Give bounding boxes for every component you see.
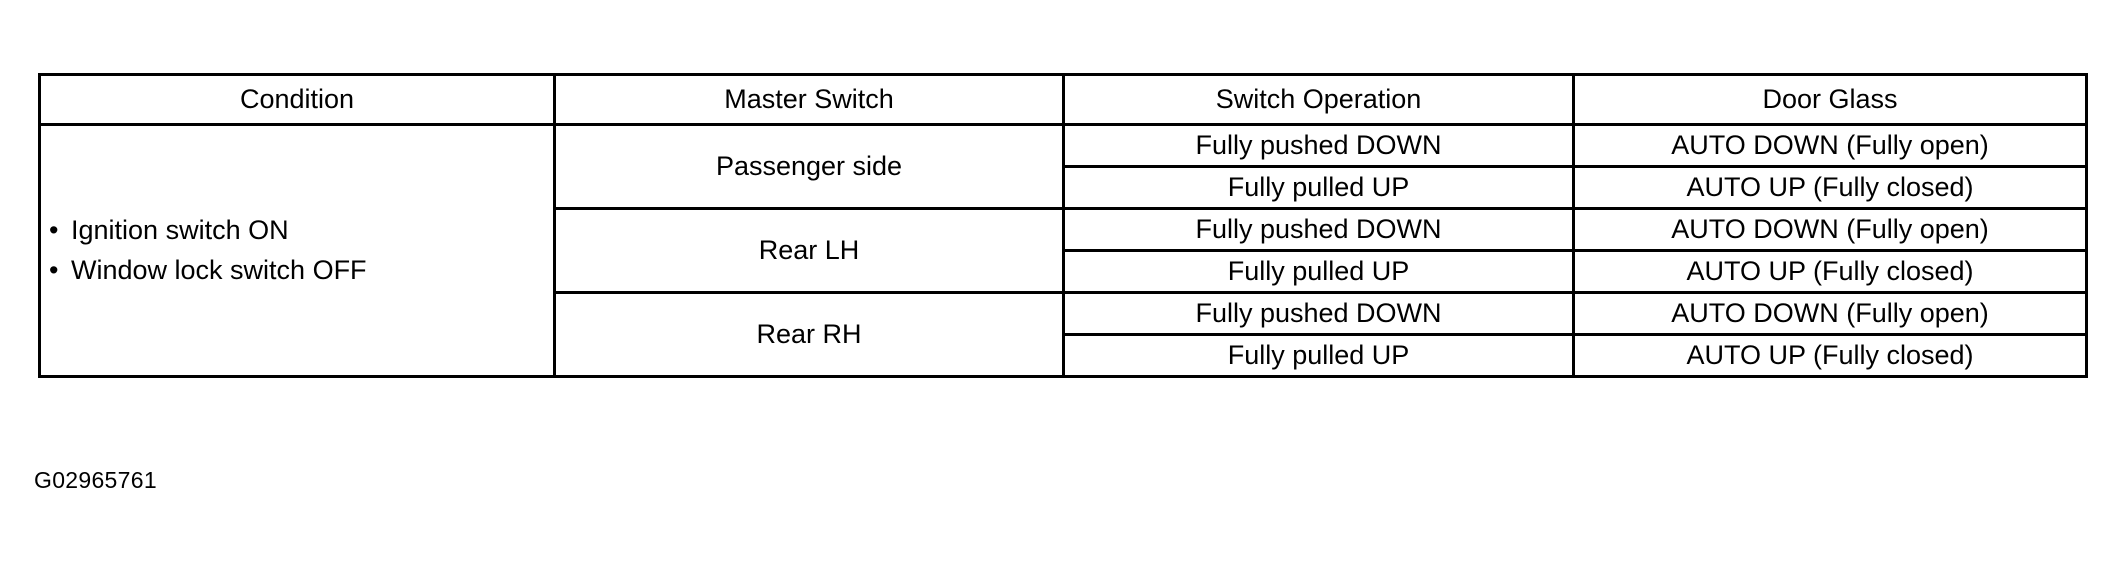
column-header-switch-operation: Switch Operation [1062,73,1575,126]
table-row: Fully pulled UP AUTO UP (Fully closed) [40,165,2088,210]
table-row: Fully pulled UP AUTO UP (Fully closed) [40,333,2088,378]
door-glass-cell: AUTO DOWN (Fully open) [1572,207,2088,252]
table-header-row: Condition Master Switch Switch Operation… [38,73,2088,126]
switch-operation-cell: Fully pushed DOWN [1062,291,1575,336]
power-window-spec-table: Condition Master Switch Switch Operation… [38,73,2088,378]
column-header-master-switch: Master Switch [553,73,1065,126]
switch-operation-cell: Fully pushed DOWN [1062,207,1575,252]
table-row: Rear LH Fully pushed DOWN AUTO DOWN (Ful… [40,207,2088,294]
table-row: Rear RH Fully pushed DOWN AUTO DOWN (Ful… [40,291,2088,378]
condition-list: • Ignition switch ON • Window lock switch … [47,211,547,291]
switch-operation-cell: Fully pulled UP [1062,165,1575,210]
door-glass-cell: AUTO DOWN (Fully open) [1572,123,2088,168]
condition-cell: • Ignition switch ON • Window lock switch … [38,123,556,378]
condition-item-text: Window lock switch OFF [71,254,367,285]
list-item: • Window lock switch OFF [47,251,547,291]
table-row: • Ignition switch ON • Window lock switch … [38,123,2088,378]
door-glass-cell: AUTO UP (Fully closed) [1572,333,2088,378]
bullet-icon: • [49,214,59,245]
column-header-door-glass: Door Glass [1572,73,2088,126]
condition-item-text: Ignition switch ON [71,214,289,245]
door-glass-cell: AUTO UP (Fully closed) [1572,249,2088,294]
door-glass-cell: AUTO DOWN (Fully open) [1572,291,2088,336]
switch-operation-cell: Fully pulled UP [1062,333,1575,378]
figure-caption: G02965761 [34,467,157,493]
switch-operation-cell: Fully pulled UP [1062,249,1575,294]
switch-operation-cell: Fully pushed DOWN [1062,123,1575,168]
door-glass-cell: AUTO UP (Fully closed) [1572,165,2088,210]
bullet-icon: • [49,254,59,285]
table-row: Fully pulled UP AUTO UP (Fully closed) [40,249,2088,294]
master-switch-cell: Rear RH [553,291,1065,378]
master-switch-cell: Rear LH [553,207,1065,294]
master-switch-cell: Passenger side [553,123,1065,210]
list-item: • Ignition switch ON [47,211,547,251]
column-header-condition: Condition [38,73,556,126]
power-window-spec-table-wrapper: Condition Master Switch Switch Operation… [38,73,2088,378]
